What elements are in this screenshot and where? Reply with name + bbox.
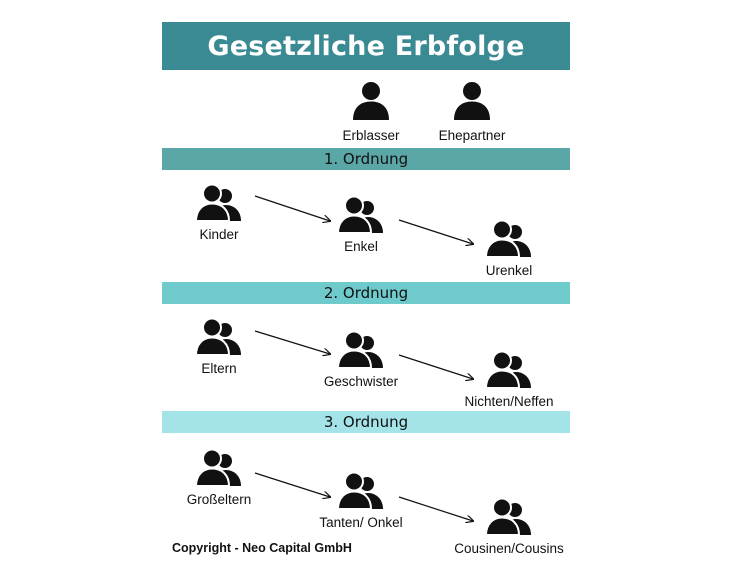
node-label: Geschwister — [323, 374, 399, 389]
people-group-icon — [195, 183, 243, 221]
node-label: Nichten/Neffen — [464, 394, 554, 409]
node-label: Ehepartner — [438, 128, 506, 143]
people-group-icon — [485, 219, 533, 257]
node-label: Eltern — [201, 361, 237, 376]
node-nichten-neffen: Nichten/Neffen — [439, 350, 579, 409]
people-group-icon — [337, 195, 385, 233]
order-heading-2: 2. Ordnung — [162, 282, 570, 304]
node-label: Urenkel — [485, 263, 533, 278]
node-label: Cousinen/Cousins — [454, 541, 564, 556]
people-group-icon — [195, 317, 243, 355]
order-heading-1: 1. Ordnung — [162, 148, 570, 170]
people-group-icon — [485, 350, 533, 388]
node-ehepartner: Ehepartner — [402, 78, 542, 143]
node-label: Enkel — [344, 239, 378, 254]
node-kinder: Kinder — [149, 183, 289, 242]
person-icon — [351, 78, 391, 122]
person-icon — [452, 78, 492, 122]
node-label: Tanten/ Onkel — [319, 515, 403, 530]
node-enkel: Enkel — [291, 195, 431, 254]
page-title: Gesetzliche Erbfolge — [162, 22, 570, 70]
people-group-icon — [337, 330, 385, 368]
node-grosseltern: Großeltern — [149, 448, 289, 507]
people-group-icon — [485, 497, 533, 535]
order-heading-3: 3. Ordnung — [162, 411, 570, 433]
people-group-icon — [337, 471, 385, 509]
copyright-text: Copyright - Neo Capital GmbH — [172, 541, 352, 555]
node-label: Erblasser — [342, 128, 400, 143]
node-geschwister: Geschwister — [291, 330, 431, 389]
node-eltern: Eltern — [149, 317, 289, 376]
node-cousinen-cousins: Cousinen/Cousins — [439, 497, 579, 556]
node-tanten-onkel: Tanten/ Onkel — [291, 471, 431, 530]
people-group-icon — [195, 448, 243, 486]
node-label: Großeltern — [186, 492, 252, 507]
node-urenkel: Urenkel — [439, 219, 579, 278]
node-label: Kinder — [199, 227, 239, 242]
node-erblasser: Erblasser — [301, 78, 441, 143]
